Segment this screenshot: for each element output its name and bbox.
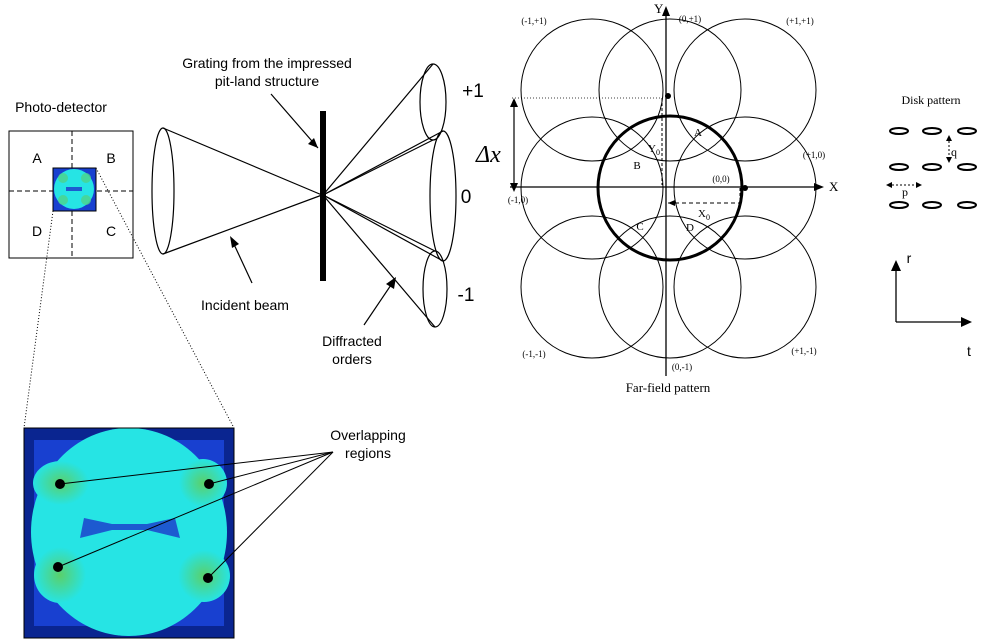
- overlap-leader-2: [208, 451, 334, 485]
- order-label-m1z: (-1,0): [508, 195, 528, 205]
- far-field-pattern: X Y (-1,+1) (0,+1) (+1,+1) (-1,0) (0,0) …: [475, 1, 839, 395]
- order-zero-cone: [429, 130, 457, 262]
- far-field-y-label: Y: [654, 1, 664, 16]
- diffracted-label-line1: Diffracted: [322, 333, 382, 349]
- order-circle-zm1: [598, 215, 742, 359]
- pit-9: [957, 201, 977, 209]
- y0-end-dot: [665, 93, 671, 99]
- region-d-letter: D: [686, 222, 694, 234]
- diffracted-pointer: [363, 281, 394, 326]
- order-minus1-cone: [422, 250, 448, 328]
- photodetector-title: Photo-detector: [15, 99, 107, 115]
- delta-x-label: Δx: [475, 142, 501, 168]
- incident-pointer: [231, 239, 253, 284]
- disk-pattern: Disk pattern q p r t: [886, 93, 977, 359]
- x0-label: X0: [698, 208, 710, 222]
- pit-6: [957, 163, 977, 171]
- order-label-zz: (0,0): [712, 174, 729, 184]
- region-a-letter: A: [694, 127, 702, 139]
- pit-1: [889, 127, 909, 135]
- pit-3: [957, 127, 977, 135]
- pit-2: [922, 127, 942, 135]
- order-label-m1m1: (-1,-1): [522, 349, 545, 359]
- r-axis-label: r: [907, 250, 912, 266]
- overlap-leader-1: [59, 451, 334, 485]
- pit-8: [922, 201, 942, 209]
- p-label: p: [902, 185, 908, 199]
- order-circle-m1p1: [520, 18, 664, 162]
- order-circle-p1m1: [673, 215, 817, 359]
- order-circle-zp1: [598, 18, 742, 162]
- order-zero-label: 0: [461, 187, 472, 208]
- pit-4: [889, 163, 909, 171]
- quadrant-a-label: A: [32, 150, 42, 166]
- overlap-label-line2: regions: [345, 445, 391, 461]
- order-minus1-label: -1: [458, 285, 475, 306]
- photodetector: Photo-detector A B D C: [8, 99, 235, 429]
- pit-5: [922, 163, 942, 171]
- order-label-zm1: (0,-1): [672, 362, 692, 372]
- diffracted-label-line2: orders: [332, 351, 372, 367]
- zoom-guide-right: [95, 167, 235, 429]
- grating-label-line1: Grating from the impressed: [182, 55, 352, 71]
- order-label-p1p1: (+1,+1): [786, 16, 813, 26]
- y0-label: Y0: [648, 143, 660, 157]
- order-label-m1p1: (-1,+1): [521, 16, 546, 26]
- overlap-label-line1: Overlapping: [330, 427, 406, 443]
- order-circle-m1m1: [520, 215, 664, 359]
- order-circle-zero: [596, 114, 744, 262]
- order-label-p1z: (+1,0): [803, 150, 825, 160]
- quadrant-d-label: D: [32, 223, 42, 239]
- x0-end-dot: [742, 185, 748, 191]
- order-label-zp1: (0,+1): [679, 14, 701, 24]
- q-label: q: [951, 145, 957, 159]
- zoomed-spot: Overlapping regions: [23, 427, 406, 639]
- grating-schematic: Grating from the impressed pit-land stru…: [151, 55, 484, 367]
- region-c-letter: C: [636, 221, 643, 233]
- pit-7: [889, 201, 909, 209]
- incident-beam-label: Incident beam: [201, 297, 289, 313]
- quadrant-b-label: B: [106, 150, 115, 166]
- order-label-p1m1: (+1,-1): [791, 346, 816, 356]
- region-b-letter: B: [633, 160, 640, 172]
- grating-bar: [320, 111, 326, 281]
- order-circle-m1z: [520, 116, 664, 260]
- overlap-leader-3: [57, 451, 334, 568]
- detector-spot: [53, 168, 96, 211]
- far-field-x-label: X: [829, 179, 839, 194]
- t-axis-label: t: [967, 343, 971, 359]
- incident-beam-aperture: [151, 127, 175, 255]
- order-plus1-label: +1: [462, 81, 484, 102]
- disk-pattern-title: Disk pattern: [902, 93, 961, 107]
- far-field-caption: Far-field pattern: [626, 380, 711, 395]
- quadrant-c-label: C: [106, 223, 116, 239]
- grating-pointer: [270, 93, 319, 149]
- order-circle-p1p1: [673, 18, 817, 162]
- grating-label-line2: pit-land structure: [215, 73, 319, 89]
- zoom-guide-left: [23, 210, 54, 429]
- overlap-leader-4: [207, 451, 334, 579]
